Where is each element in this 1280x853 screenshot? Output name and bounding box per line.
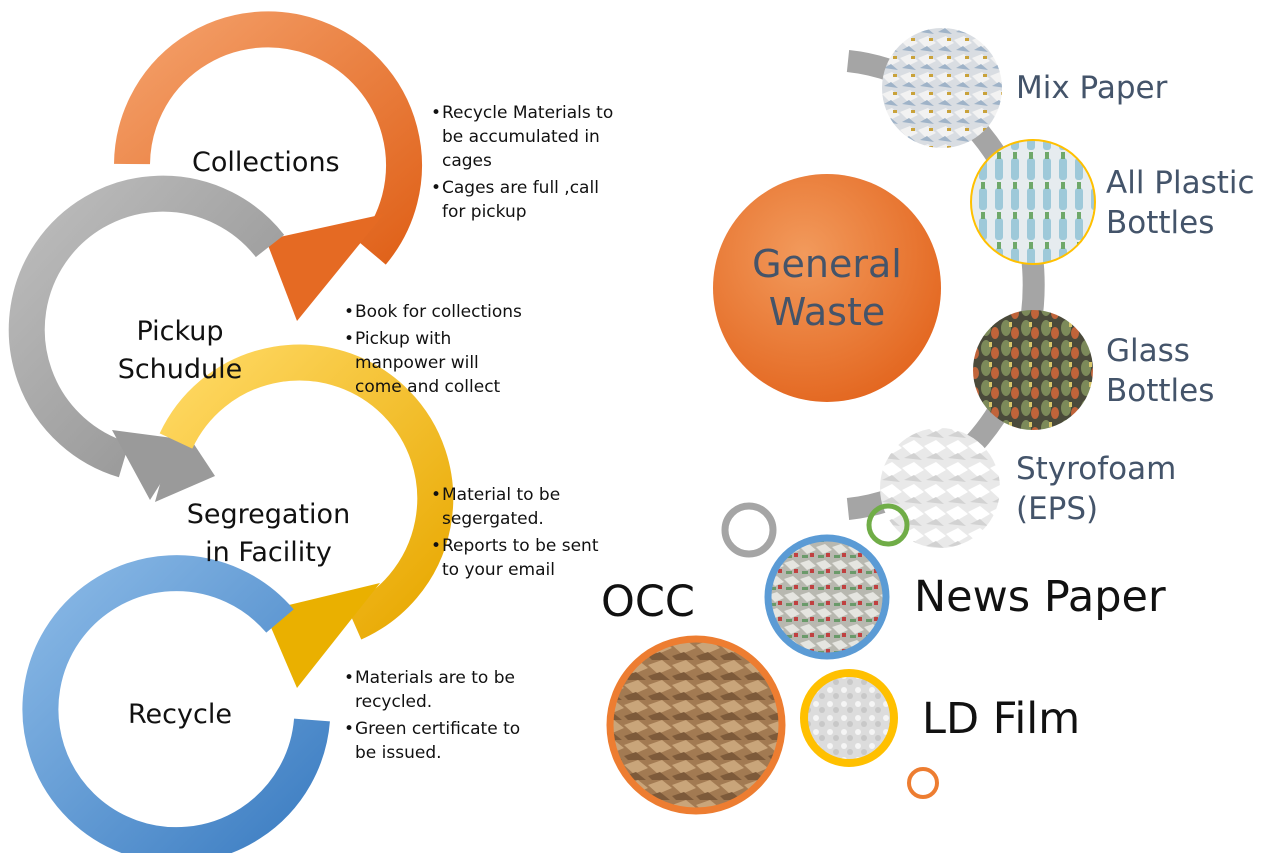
category-plastic-bottles: All Plastic Bottles [1106, 165, 1255, 241]
ld-film-photo [800, 669, 898, 767]
note-item: Recycle Materials to be accumulated in c… [431, 101, 621, 173]
orange-ring-small [907, 767, 939, 799]
featured-occ: OCC [601, 577, 695, 627]
pickup-arc [8, 175, 285, 502]
recycle-arc [22, 555, 330, 853]
pickup-notes: Book for collections Pickup with manpowe… [344, 300, 544, 402]
note-item: Material to be segergated. [431, 483, 592, 531]
note-item: Materials are to be recycled. [344, 666, 527, 714]
note-item: Green certificate to be issued. [344, 717, 529, 765]
featured-news-paper: News Paper [914, 572, 1166, 622]
step-label-recycle: Recycle [128, 699, 232, 730]
step-label-pickup: Pickup Schudule [117, 316, 243, 385]
step-label-segregation: Segregation in Facility [186, 499, 351, 568]
green-ring [866, 503, 910, 547]
plastic-bottles-photo [970, 139, 1096, 265]
styrofoam-photo [880, 428, 1000, 548]
category-mix-paper: Mix Paper [1016, 70, 1168, 106]
recycle-notes: Materials are to be recycled. Green cert… [344, 666, 529, 768]
note-item: Pickup with manpower will come and colle… [344, 327, 505, 399]
featured-ld-film: LD Film [922, 694, 1081, 744]
segregation-notes: Material to be segergated. Reports to be… [431, 483, 611, 585]
note-item: Cages are full ,call for pickup [431, 176, 621, 224]
mix-paper-photo [882, 28, 1002, 148]
collections-notes: Recycle Materials to be accumulated in c… [431, 101, 621, 227]
category-glass-bottles: Glass Bottles [1106, 333, 1215, 409]
note-item: Reports to be sent to your email [431, 534, 611, 582]
general-waste-circle [713, 174, 941, 402]
news-paper-photo [764, 534, 890, 660]
step-label-collections: Collections [192, 147, 340, 178]
glass-bottles-photo [973, 310, 1093, 430]
note-item: Book for collections [344, 300, 544, 324]
category-styrofoam: Styrofoam (EPS) [1016, 451, 1177, 527]
general-waste-label: General Waste [752, 242, 902, 334]
gray-ring [721, 502, 777, 558]
collections-arc [114, 11, 422, 321]
occ-photo [606, 635, 786, 815]
